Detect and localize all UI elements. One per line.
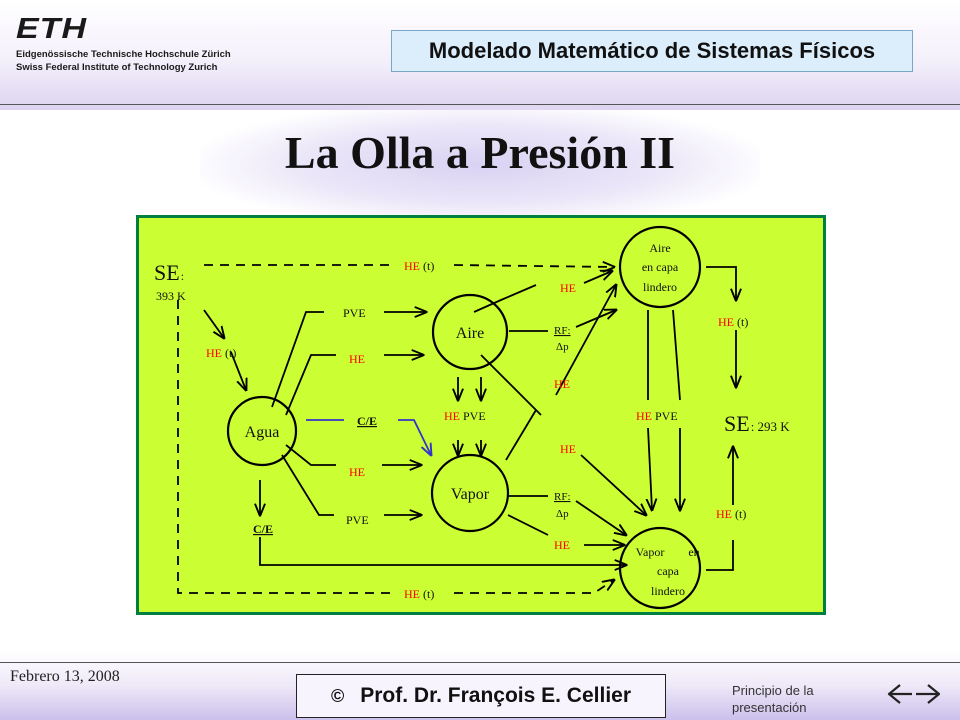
- aire-label: Aire: [456, 325, 484, 342]
- eth-logo-mark: ETH: [16, 12, 87, 45]
- label-dp-top: Δp: [556, 341, 569, 353]
- vapor-label: Vapor: [451, 486, 490, 503]
- connection-lines: [203, 266, 736, 571]
- author-name: Prof. Dr. François E. Cellier: [360, 684, 632, 707]
- node-aire-circle: [431, 293, 509, 371]
- label-he-t-bottom: HE (t): [404, 587, 434, 601]
- label-he-vapor-bottom: HE: [554, 538, 570, 552]
- se-left-value: 393 K: [156, 289, 186, 303]
- arrow-se-to-agua-2: [230, 351, 246, 390]
- bond-graph-diagram: Agua Aire Vapor Aire en capa lindero Vap…: [136, 215, 826, 615]
- title-glow: [200, 105, 760, 225]
- aire-capa-label-2: en capa: [642, 260, 679, 274]
- course-title: Modelado Matemático de Sistemas Físicos: [428, 38, 876, 63]
- arrow-aire-to-vapor-capa: [480, 354, 542, 416]
- arrow-se-to-agua: [203, 309, 224, 338]
- vapor-capa-label-2: en: [688, 545, 699, 559]
- arrow-vapor-to-aire-capa: [505, 409, 537, 461]
- arrow-aire-to-aire-capa: [473, 284, 537, 313]
- start-of-presentation-link[interactable]: Principio de la presentación: [732, 682, 842, 716]
- aire-capa-label-1: Aire: [649, 241, 670, 255]
- arrow-agua-he-bottom: [285, 444, 336, 466]
- vapor-capa-label-4: lindero: [651, 584, 685, 598]
- header-divider: [0, 104, 960, 105]
- copyright-icon: ©: [330, 685, 345, 706]
- arrow-agua-capacitive-head: [398, 419, 431, 455]
- label-ce-middle: C/E: [357, 414, 377, 428]
- label-rf-top: RF:: [554, 325, 571, 337]
- label-he-pve-right: HE PVE: [636, 409, 678, 423]
- node-vapor-circle: [430, 453, 510, 533]
- label-he-t-right-bottom: HE (t): [716, 507, 746, 521]
- arrow-aire-capa-to-se: [706, 266, 736, 300]
- label-he-aire-capa: HE: [560, 281, 576, 295]
- arrow-agua-pve-top: [271, 311, 324, 408]
- arrow-agua-he-top: [285, 354, 336, 416]
- node-vapor-capa-circle: [618, 526, 702, 610]
- aire-capa-label-3: lindero: [643, 280, 677, 294]
- eth-logo-line-german: Eidgenössische Technische Hochschule Zür…: [16, 49, 231, 60]
- diagram-panel: [136, 215, 826, 615]
- se-left-label: SE:: [154, 260, 184, 285]
- forward-arrow-icon[interactable]: [912, 682, 942, 706]
- label-rf-bottom: RF:: [554, 491, 571, 503]
- start-link-line-1: Principio de la: [732, 683, 814, 698]
- eth-logo-line-english: Swiss Federal Institute of Technology Zu…: [16, 62, 218, 73]
- arrow-vapor-he-to-aire-capa: [555, 285, 616, 396]
- label-pve-bottom: PVE: [346, 513, 369, 527]
- footer-divider: [0, 662, 960, 663]
- label-he-agua-top: HE: [349, 352, 365, 366]
- label-pve-top: PVE: [343, 306, 366, 320]
- arrow-aire-capa-down-2: [672, 309, 681, 401]
- label-he-t-top: HE (t): [404, 259, 434, 273]
- label-he-t-right-top: HE (t): [718, 315, 748, 329]
- arrow-vapor-he-bottom: [507, 514, 549, 536]
- eth-logo: ETH Eidgenössische Technische Hochschule…: [16, 14, 246, 84]
- vapor-capa-label-1: Vapor: [636, 545, 665, 559]
- line-agua-to-vapor-capa: [259, 537, 626, 565]
- arrow-vapor-capa-to-se: [706, 540, 734, 571]
- se-right-label: SE: 293 K: [724, 411, 790, 436]
- label-he-pve-center: HE PVE: [444, 409, 486, 423]
- label-he-vapor-to-aire-capa: HE: [554, 377, 570, 391]
- dashed-lines: [177, 265, 614, 594]
- dashed-se-to-aire-capa-head: [453, 265, 614, 267]
- label-dp-bottom: Δp: [556, 508, 569, 520]
- start-link-line-2: presentación: [732, 700, 807, 715]
- vapor-capa-label-3: capa: [657, 564, 680, 578]
- copyright-box: © Prof. Dr. François E. Cellier: [296, 674, 666, 718]
- label-he-agua-bottom: HE: [349, 465, 365, 479]
- label-he-t-left: HE (t): [206, 346, 236, 360]
- arrow-aire-rf-top-head: [575, 310, 616, 328]
- node-aire-capa-circle: [618, 225, 702, 309]
- label-he-aire-to-vapor-capa: HE: [560, 442, 576, 456]
- dashed-agua-to-vapor-capa: [177, 300, 394, 594]
- course-title-box: [391, 30, 913, 72]
- agua-label: Agua: [245, 424, 280, 441]
- back-arrow-icon[interactable]: [886, 682, 916, 706]
- arrow-aire-to-vapor-capa-head: [580, 454, 646, 515]
- label-ce-bottom: C/E: [253, 522, 273, 536]
- arrow-agua-pve-bottom: [281, 454, 334, 516]
- footer-date: Febrero 13, 2008: [10, 668, 120, 685]
- arrow-aire-capa-down-1-head: [648, 427, 652, 510]
- arrow-aire-he-to-aire-capa: [583, 271, 612, 284]
- node-agua-circle: [226, 395, 298, 467]
- slide-title: La Olla a Presión II: [284, 127, 676, 178]
- arrow-vapor-rf-bottom-head: [575, 500, 626, 535]
